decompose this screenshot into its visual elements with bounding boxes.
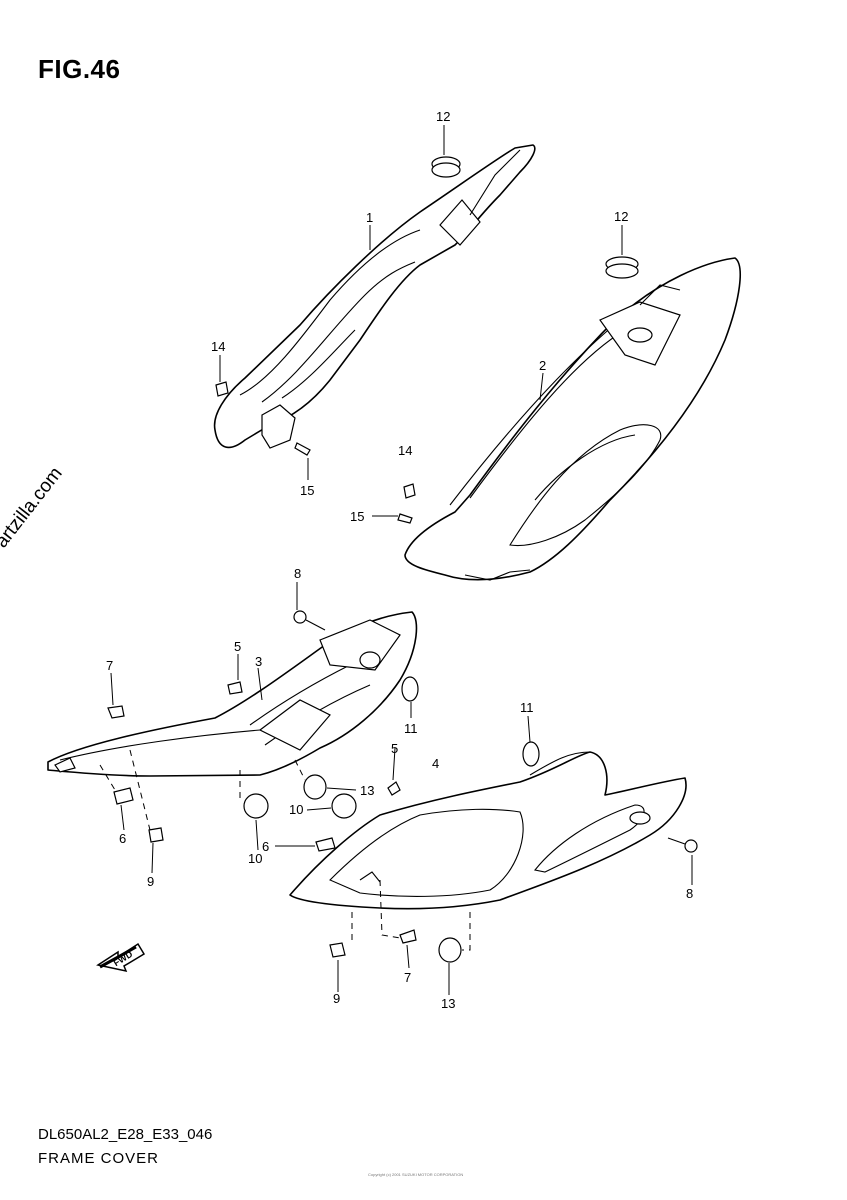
callout-4: 4 [432, 756, 439, 771]
callout-3: 3 [255, 654, 262, 669]
callout-12: 12 [614, 209, 628, 224]
callout-11: 11 [520, 700, 534, 715]
callout-6: 6 [262, 839, 269, 854]
callout-14: 14 [211, 339, 225, 354]
screw-15b [397, 513, 413, 524]
callout-13: 13 [441, 996, 455, 1011]
callout-15: 15 [350, 509, 364, 524]
part-1-frame-cover [213, 144, 536, 449]
assembly-lines [99, 749, 471, 951]
screw-14a [215, 381, 229, 397]
callouts: 12 12 1 2 14 14 15 15 8 8 5 5 3 4 7 7 11… [106, 109, 693, 1011]
callout-5: 5 [234, 639, 241, 654]
clip-5b [387, 781, 401, 796]
grommet-10a [243, 793, 269, 819]
part-4-frame-cover [289, 751, 687, 910]
cushion-13b [438, 937, 462, 963]
callout-7: 7 [106, 658, 113, 673]
screw-15a [294, 442, 311, 456]
callout-11: 11 [404, 721, 418, 736]
part-3-frame-cover [47, 611, 418, 777]
figure-title: FIG.46 [38, 54, 121, 84]
callout-9: 9 [147, 874, 154, 889]
leader-lines [110, 125, 693, 995]
collar-11b [522, 741, 540, 767]
hardware [107, 156, 698, 963]
callout-15: 15 [300, 483, 314, 498]
pad-6a [113, 787, 134, 805]
bolt-8b [684, 839, 698, 853]
callout-10: 10 [289, 802, 303, 817]
callout-6: 6 [119, 831, 126, 846]
callout-10: 10 [248, 851, 262, 866]
collar-11a [401, 676, 419, 702]
part-2-frame-cover [404, 257, 741, 581]
screw-14b [403, 483, 416, 499]
screw-7a [107, 705, 125, 719]
callout-14: 14 [398, 443, 412, 458]
nut-9b [329, 942, 346, 958]
callout-5: 5 [391, 741, 398, 756]
bolt-8a [293, 610, 307, 624]
callout-13: 13 [360, 783, 374, 798]
clip-5a [227, 681, 243, 695]
callout-9: 9 [333, 991, 340, 1006]
fwd-arrow-icon: FWD [96, 942, 146, 973]
callout-1: 1 [366, 210, 373, 225]
callout-2: 2 [539, 358, 546, 373]
callout-8: 8 [294, 566, 301, 581]
callout-12: 12 [436, 109, 450, 124]
callout-8: 8 [686, 886, 693, 901]
nut-9a [148, 827, 164, 843]
screw-7b [399, 929, 417, 944]
diagram-code: DL650AL2_E28_E33_046 [38, 1126, 213, 1143]
grommet-10b [331, 793, 357, 819]
diagram-caption: FRAME COVER [38, 1150, 160, 1167]
copyright-note: Copyright (c) 2001 SUZUKI MOTOR CORPORAT… [368, 1172, 464, 1177]
pad-6b [315, 837, 336, 852]
cushion-13a [303, 774, 327, 800]
callout-7: 7 [404, 970, 411, 985]
